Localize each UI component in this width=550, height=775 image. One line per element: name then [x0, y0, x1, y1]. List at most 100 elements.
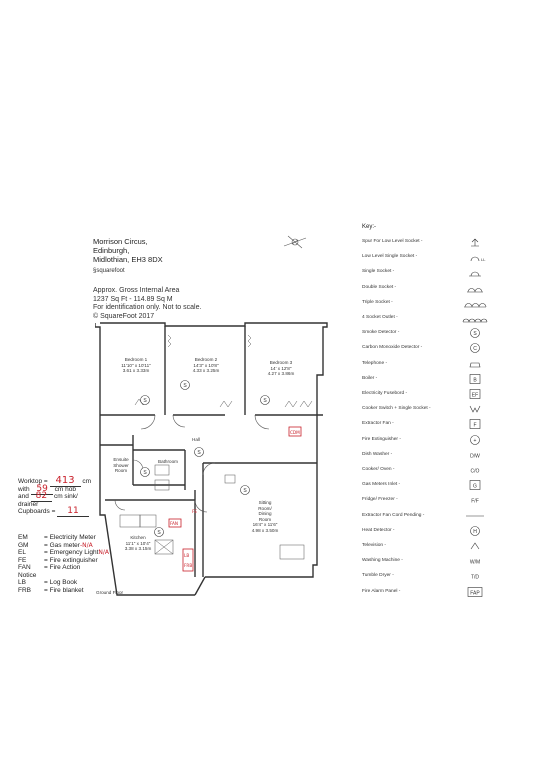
room-bedroom-3: Bedroom 3 14' x 12'8" 4.27 x 3.86m — [255, 360, 307, 377]
legend-abbr-code: LB — [18, 579, 26, 586]
legend-abbr-code: FE — [18, 556, 27, 564]
key-item-label: Carbon Monoxide Detector - — [362, 345, 423, 351]
key-symbol-icon — [462, 236, 488, 248]
legend-abbr-row: EM = Electricity Meter — [18, 534, 118, 542]
key-item: Extractor Fan Cord Pending - — [362, 510, 550, 525]
key-symbol-icon: W/M — [462, 555, 488, 567]
svg-text:S: S — [143, 398, 147, 404]
key-item-label: Extractor Fan Cord Pending - — [362, 512, 425, 518]
key-item: Cooker/ Oven - C/O — [362, 464, 550, 479]
key-symbol-icon: C/O — [462, 464, 488, 476]
floor-label: Ground Floor — [96, 590, 124, 595]
svg-text:S: S — [197, 450, 201, 456]
hob-value: 59 — [31, 483, 53, 495]
legend-abbr-row: Notice — [18, 572, 118, 580]
legend-abbr-row: LB= Log Book — [18, 579, 118, 587]
sink-suffix: cm sink/ — [53, 493, 78, 500]
room-name-4: Room — [258, 516, 272, 522]
key-item: 4 Socket Outlet - — [362, 312, 550, 327]
key-symbol-icon: + — [462, 434, 488, 446]
key-symbol-icon: LL — [462, 251, 488, 263]
key-title: Key:- — [362, 224, 377, 230]
plan-mark-lb: LB — [184, 553, 189, 558]
key-item-label: 4 Socket Outlet - — [362, 315, 398, 320]
key-item-label: Fire Alarm Panel - — [362, 588, 401, 594]
legend-abbr-row: GM= Gas meter-N/A — [18, 542, 118, 550]
key-item-label: Fire Extinguisher - — [362, 436, 401, 442]
room-name: Ensuite — [113, 457, 129, 462]
hob-suffix: cm hob — [54, 485, 76, 493]
key-item-label: Cooker Switch + Single Socket - — [362, 406, 431, 412]
legend-abbr-text: = Fire blanket — [44, 586, 84, 594]
legend-abbr-code: FRB — [18, 586, 31, 594]
key-item: Double Socket - — [362, 282, 550, 297]
svg-text:T/D: T/D — [471, 575, 479, 581]
worktop-value: 413 — [49, 475, 81, 487]
worktop-notes: Worktop = 413 cm with 59 cm hob and 82 c… — [18, 475, 91, 517]
key-item-label: Single Socket - — [362, 269, 395, 275]
plan-mark-cdm: CDM — [290, 430, 300, 435]
key-symbol-icon: T/D — [462, 570, 488, 582]
area-line-3: For identification only. Not to scale. — [93, 304, 202, 311]
key-item-label: Cooker/ Oven - — [362, 467, 395, 472]
key-symbol-icon: C — [462, 342, 488, 354]
key-symbol-icon: F/F — [462, 494, 488, 506]
room-name: Kitchen — [130, 535, 146, 540]
address-line-2: Edinburgh, — [93, 246, 130, 255]
room-size-metric: 3.61 x 3.33m — [122, 368, 150, 374]
room-size-imperial: 16'4" x 11'6" — [252, 522, 278, 528]
room-name: Sitting — [258, 500, 272, 505]
address-line-3: Midlothian, EH3 8DX — [93, 255, 163, 264]
legend-abbr-code: Notice — [18, 571, 37, 579]
svg-text:C: C — [473, 346, 477, 352]
key-item: Carbon Monoxide Detector - C — [362, 342, 550, 357]
legend-abbr-code: EL — [18, 549, 26, 556]
room-ensuite: Ensuite Shower Room — [106, 457, 136, 474]
key-item: Smoke Detector -S — [362, 327, 550, 342]
legend-abbr-text: = Fire extinguisher — [44, 556, 98, 564]
key-item: Fridge/ Freezer -F/F — [362, 494, 550, 509]
svg-text:G: G — [473, 484, 477, 490]
key-item-label: Dish Washer - — [362, 451, 393, 457]
legend-abbr-mark: N/A — [98, 549, 110, 556]
key-symbol-icon: D/W — [462, 449, 488, 461]
key-item-label: Electricity Fusebord - — [362, 391, 408, 396]
and-label: and — [18, 493, 29, 500]
cupboards-value: 11 — [57, 506, 89, 517]
key-item: Telephone - — [362, 358, 550, 373]
key-item: Gas Meters Inlet -G — [362, 479, 550, 494]
svg-text:S: S — [473, 331, 477, 337]
key-symbol-icon — [462, 358, 488, 370]
key-item: Single Socket - — [362, 266, 550, 281]
area-line-4: © SquareFoot 2017 — [93, 312, 155, 320]
plan-mark-frb: FRB — [184, 563, 192, 568]
key-symbol-icon — [462, 297, 488, 309]
key-item: Dish Washer - D/W — [362, 449, 550, 464]
room-name: Bedroom 1 — [124, 357, 148, 362]
room-size-metric: 4.98 x 3.50m — [251, 527, 279, 533]
svg-text:W/M: W/M — [470, 560, 480, 566]
key-item: Spur For Low Level Socket - — [362, 236, 550, 251]
key-symbol-icon: F — [462, 418, 488, 430]
plan-mark-fan: FAN — [170, 521, 178, 526]
key-symbol-icon: S — [462, 327, 488, 339]
svg-text:FAP: FAP — [470, 590, 480, 596]
area-line-1: Approx. Gross Internal Area — [93, 287, 180, 294]
room-size-imperial: 11'10" x 10'11" — [121, 362, 151, 368]
room-size-metric: 4.33 x 3.25m — [192, 368, 220, 374]
key-item-label: Television - — [362, 543, 386, 548]
with-label: with — [18, 485, 30, 493]
key-item: Fire Alarm Panel - FAP — [362, 586, 550, 601]
key-item-label: Triple Socket - — [362, 299, 393, 305]
key-item: Television - — [362, 540, 550, 555]
squarefoot-logo-text: §squarefoot — [93, 268, 125, 274]
svg-text:D/W: D/W — [470, 453, 480, 459]
svg-text:F/F: F/F — [471, 499, 479, 505]
legend-abbr-text: = Electricity Meter — [44, 534, 96, 541]
squarefoot-logo: §squarefoot — [93, 268, 125, 274]
room-bathroom: Bathroom — [150, 459, 186, 465]
key-symbol-icon — [462, 266, 488, 278]
room-name-2: Room/ — [258, 505, 272, 511]
legend-abbr-code: EM — [18, 534, 28, 541]
worktop-label: Worktop = — [18, 478, 48, 485]
